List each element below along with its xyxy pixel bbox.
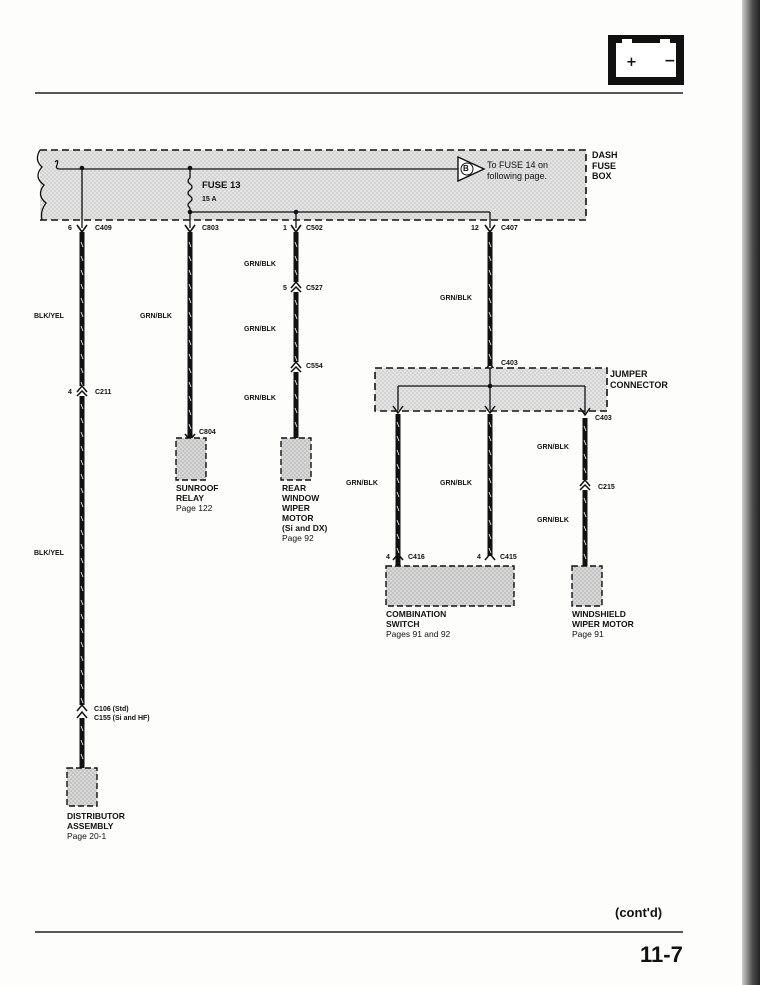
c527-label: C527 <box>306 285 323 292</box>
battery-icon: + − <box>608 35 684 85</box>
c415-label: C415 <box>500 554 517 561</box>
sunroof-relay-page: Page 122 <box>176 503 213 513</box>
c403-bottom-label: C403 <box>595 415 612 422</box>
component-boxes <box>66 437 603 807</box>
wire-label-grn-blk-rear-1: GRN/BLK <box>244 261 276 268</box>
c407-label: C407 <box>501 225 518 232</box>
c409-pin: 6 <box>68 225 72 232</box>
wire-label-grn-blk-rear-2: GRN/BLK <box>244 326 276 333</box>
battery-icon-body <box>616 43 676 77</box>
wire-label-grn-blk-sunroof: GRN/BLK <box>140 313 172 320</box>
c803-label: C803 <box>202 225 219 232</box>
combination-switch-page: Pages 91 and 92 <box>386 629 451 639</box>
fuse-13-rating: 15 A <box>202 196 217 203</box>
rear-wiper-name: REAR WINDOW WIPER MOTOR (Si and DX) <box>282 483 328 533</box>
wire-label-blk-yel-1: BLK/YEL <box>34 313 64 320</box>
c502-label: C502 <box>306 225 323 232</box>
distributor-box <box>66 767 98 807</box>
jumper-connector-box <box>374 367 608 417</box>
fuse-13-label: FUSE 13 <box>202 180 241 191</box>
wire-label-grn-blk-wiper-1: GRN/BLK <box>537 444 569 451</box>
fuse-13-symbol <box>187 177 193 209</box>
distributor-name: DISTRIBUTOR ASSEMBLY <box>67 811 125 831</box>
wire-label-blk-yel-2: BLK/YEL <box>34 550 64 557</box>
dash-fuse-box-label: DASH FUSE BOX <box>592 150 618 181</box>
c502-pin: 1 <box>283 225 287 232</box>
combination-switch-label: COMBINATION SWITCH Pages 91 and 92 <box>386 609 450 639</box>
c211-pin: 4 <box>68 389 72 396</box>
c554-label: C554 <box>306 363 323 370</box>
wire-stripes <box>80 241 587 760</box>
continued-label: (cont'd) <box>615 905 663 920</box>
windshield-wiper-name: WINDSHIELD WIPER MOTOR <box>572 609 634 629</box>
wire-label-grn-blk-c407: GRN/BLK <box>440 295 472 302</box>
c416-label: C416 <box>408 554 425 561</box>
c409-label: C409 <box>95 225 112 232</box>
wire-label-grn-blk-wiper-2: GRN/BLK <box>537 517 569 524</box>
distributor-page: Page 20-1 <box>67 831 107 841</box>
c804-label: C804 <box>199 429 216 436</box>
inline-connectors <box>76 280 591 719</box>
dash-fuse-box <box>36 149 587 228</box>
sunroof-relay-name: SUNROOF RELAY <box>176 483 219 503</box>
c407-pin: 12 <box>471 225 479 232</box>
page-number: 11-7 <box>640 942 683 967</box>
c416-pin: 4 <box>386 554 390 561</box>
c403-top-label: C403 <box>501 360 518 367</box>
c527-pin: 5 <box>283 285 287 292</box>
wire-label-grn-blk-comb-mid: GRN/BLK <box>440 480 472 487</box>
rear-wiper-label: REAR WINDOW WIPER MOTOR (Si and DX) Page… <box>282 483 327 543</box>
c211-label: C211 <box>95 389 112 396</box>
c106-label: C106 (Std) <box>94 706 129 713</box>
rear-wiper-page: Page 92 <box>282 533 314 543</box>
c215-label: C215 <box>598 484 615 491</box>
page-binding-edge <box>742 0 760 985</box>
rear-wiper-box <box>280 437 312 481</box>
ref-b-letter: B <box>463 164 469 173</box>
c415-pin: 4 <box>477 554 481 561</box>
sunroof-relay-box <box>175 437 207 481</box>
windshield-wiper-label: WINDSHIELD WIPER MOTOR Page 91 <box>572 609 634 639</box>
jumper-connector-label: JUMPER CONNECTOR <box>610 369 668 390</box>
wire-label-grn-blk-rear-3: GRN/BLK <box>244 395 276 402</box>
sunroof-relay-label: SUNROOF RELAY Page 122 <box>176 483 219 513</box>
windshield-wiper-box <box>571 565 603 607</box>
combination-switch-box <box>385 565 515 607</box>
ref-b-text: To FUSE 14 on following page. <box>487 160 549 181</box>
windshield-wiper-page: Page 91 <box>572 629 604 639</box>
distributor-label: DISTRIBUTOR ASSEMBLY Page 20-1 <box>67 811 125 841</box>
combination-switch-name: COMBINATION SWITCH <box>386 609 447 629</box>
c155-label: C155 (Si and HF) <box>94 715 150 722</box>
wire-label-grn-blk-comb-left: GRN/BLK <box>346 480 378 487</box>
